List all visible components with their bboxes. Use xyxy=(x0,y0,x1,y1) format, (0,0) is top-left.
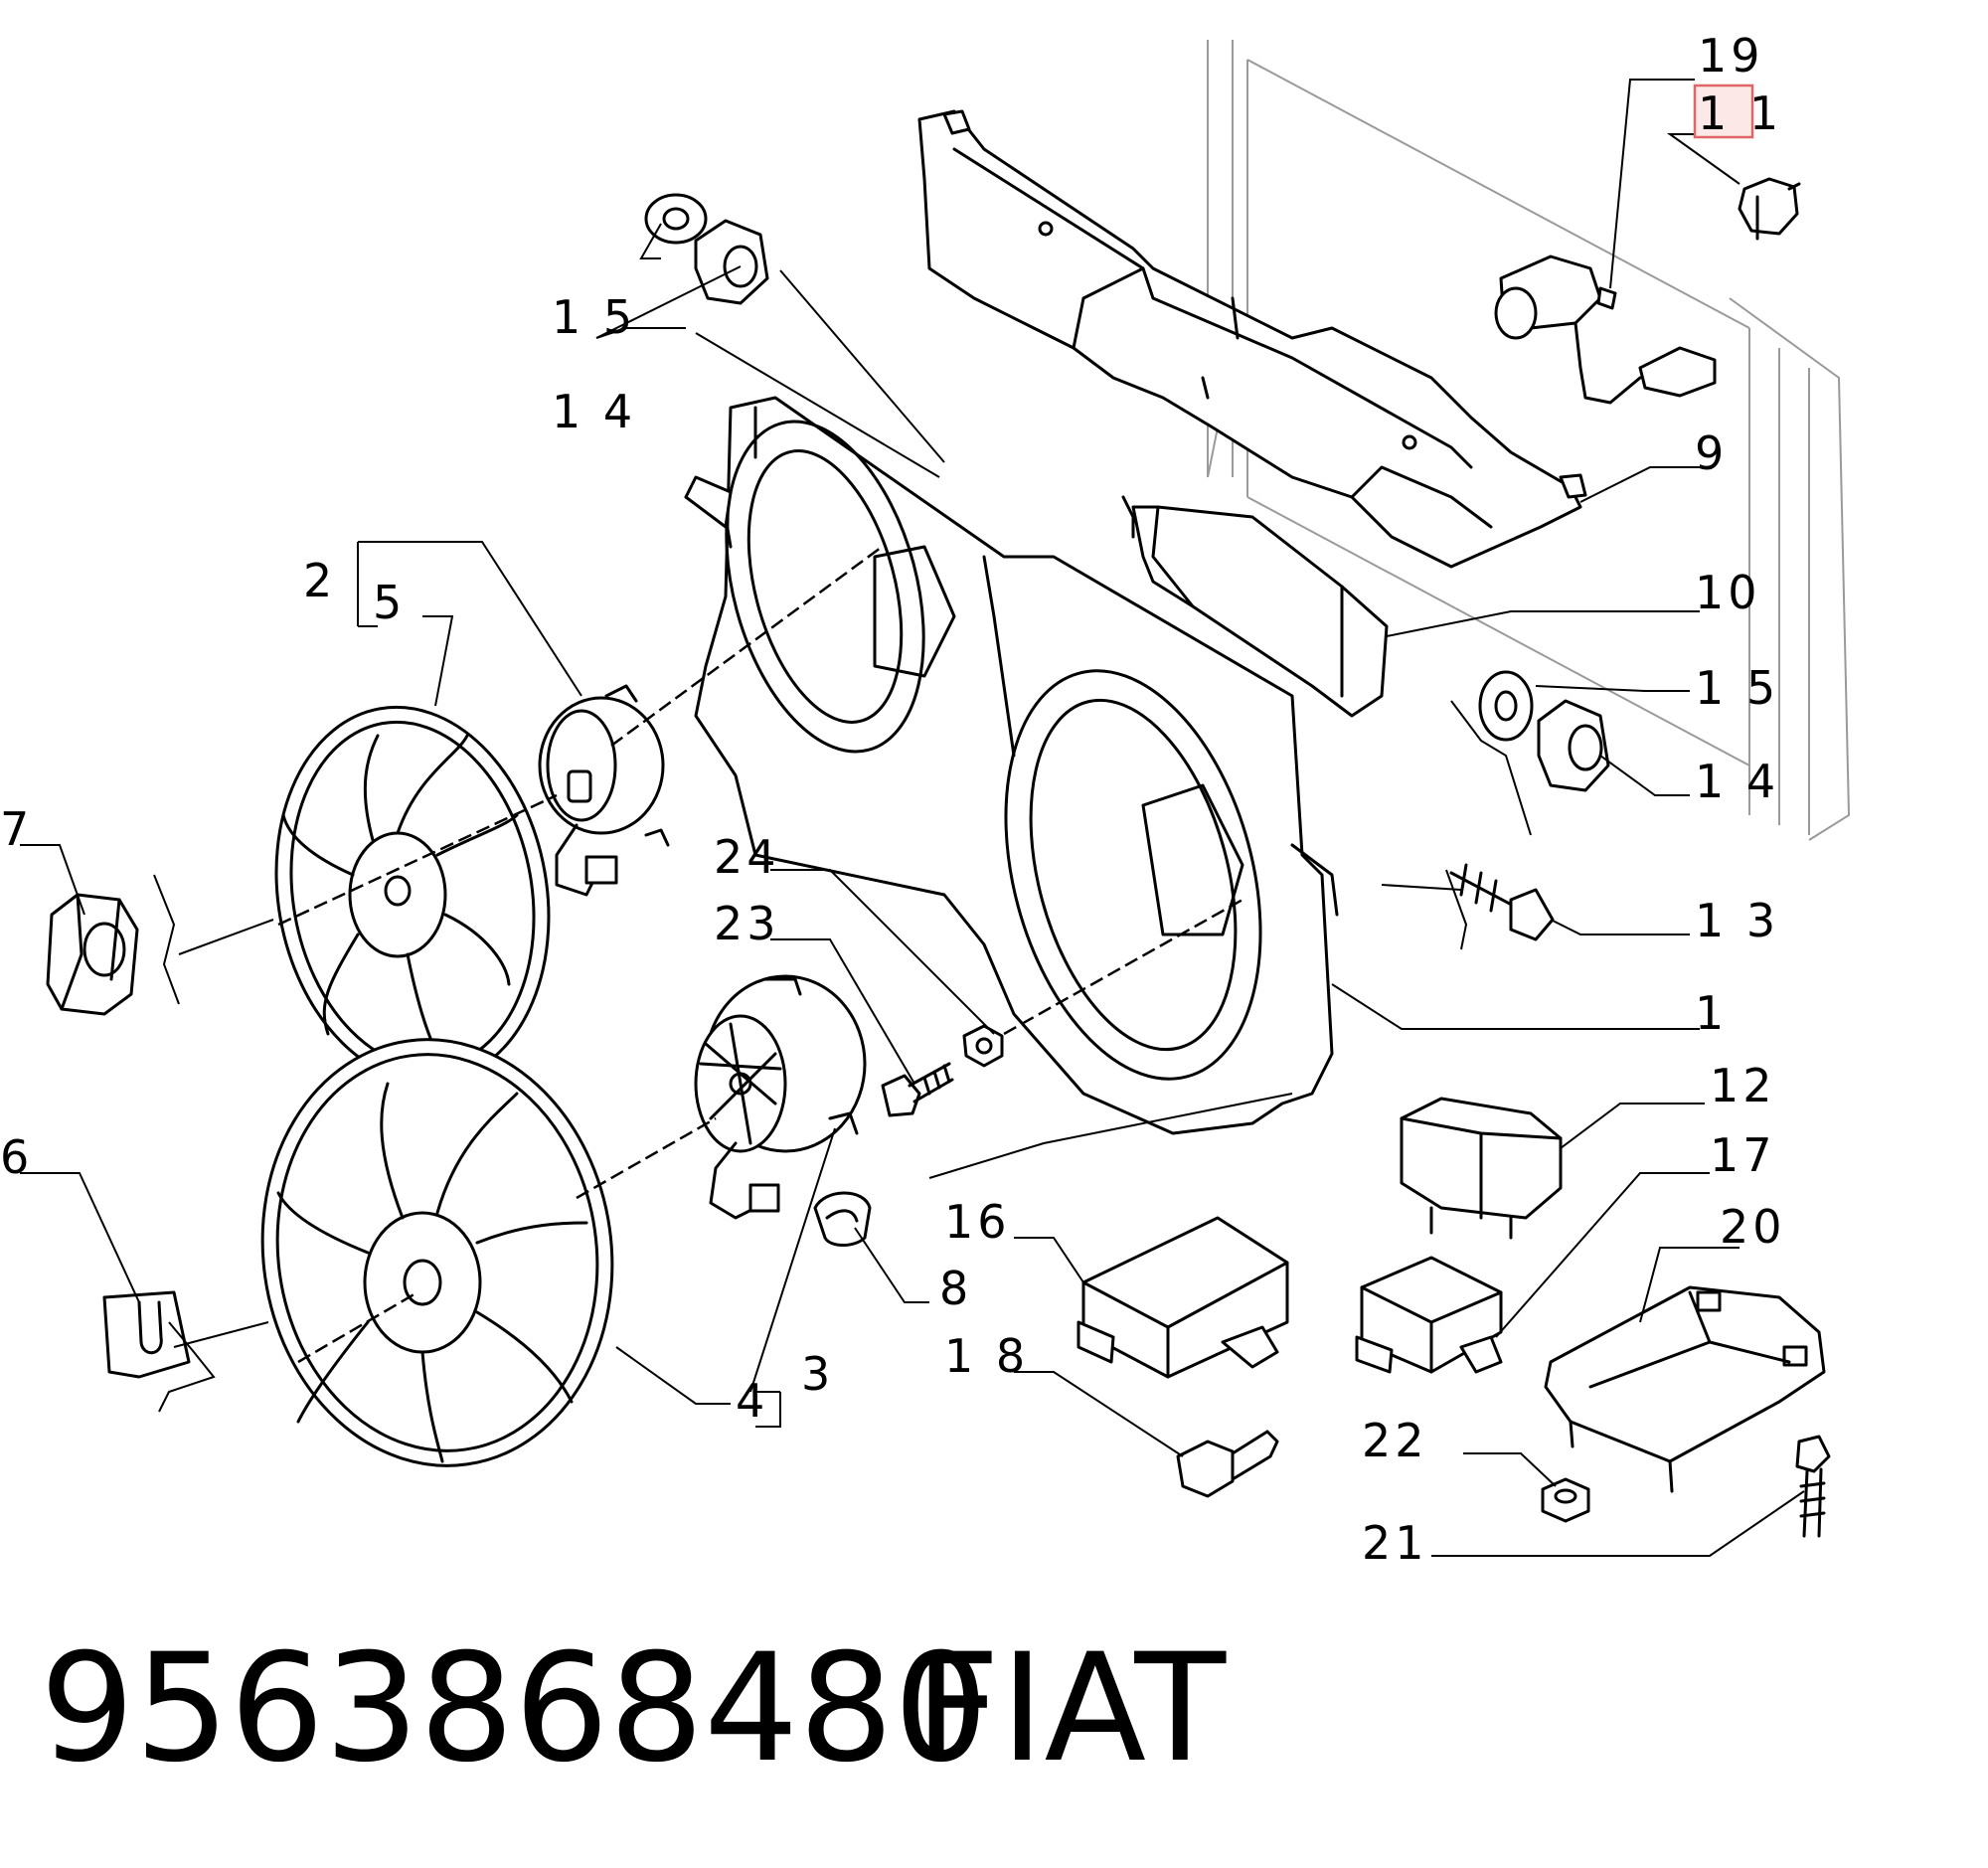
bolt-part-23 xyxy=(881,1062,954,1117)
sensor-part-11 xyxy=(1738,177,1801,241)
fan-shroud-frame-part xyxy=(684,396,1339,1135)
callout-9: 9 xyxy=(1695,426,1728,480)
callout-14a: 1 4 xyxy=(552,385,636,438)
lower-fan-motor-part xyxy=(694,974,867,1220)
callout-20: 20 xyxy=(1720,1200,1786,1254)
nut-part-22 xyxy=(1541,1477,1590,1523)
callout-6: 6 xyxy=(0,1130,33,1184)
callout-11: 1 1 xyxy=(1698,86,1782,140)
clip-part-6 xyxy=(102,1290,191,1379)
callout-12: 12 xyxy=(1710,1059,1776,1112)
nut-washer-upper-parts xyxy=(644,193,769,305)
callout-18: 1 8 xyxy=(944,1329,1029,1383)
part-number-caption: 9563868480 xyxy=(40,1622,988,1795)
control-unit-part-16 xyxy=(1077,1216,1289,1379)
side-duct-part xyxy=(1121,495,1389,718)
callout-15b: 1 5 xyxy=(1695,661,1779,715)
thermal-switch-part-19 xyxy=(1494,255,1717,405)
callout-10: 10 xyxy=(1695,566,1761,619)
callout-7: 7 xyxy=(0,802,33,856)
callout-19: 19 xyxy=(1698,29,1764,83)
callout-14b: 1 4 xyxy=(1695,755,1779,808)
clamp-part-8 xyxy=(813,1191,872,1247)
lower-fan-blade-part xyxy=(260,1038,614,1467)
callout-16: 16 xyxy=(944,1195,1011,1249)
callout-1: 1 xyxy=(1695,986,1728,1040)
bracket-plate-part-20 xyxy=(1544,1285,1826,1493)
callout-labels: 19 1 1 9 10 1 5 1 4 1 3 1 12 17 20 22 21… xyxy=(0,29,1786,1570)
callout-3: 3 xyxy=(801,1347,834,1401)
callout-15a: 1 5 xyxy=(552,290,636,344)
nut-part-24 xyxy=(962,1024,1004,1068)
callout-8: 8 xyxy=(939,1262,972,1315)
nut-part-7 xyxy=(46,893,139,1016)
callout-17: 17 xyxy=(1710,1128,1776,1182)
callout-21: 21 xyxy=(1362,1516,1428,1570)
connector-part-18 xyxy=(1176,1430,1279,1498)
screw-part-13 xyxy=(1449,863,1555,941)
control-unit-part-17 xyxy=(1355,1256,1503,1374)
assembly-axis-lines xyxy=(277,543,1243,1364)
relay-part-12 xyxy=(1400,1097,1563,1240)
radiator-outline xyxy=(1192,40,1851,841)
upper-air-duct-part xyxy=(917,109,1587,569)
nut-washer-right-parts xyxy=(1478,670,1610,792)
callout-highlight-box xyxy=(1693,84,1754,139)
callout-13: 1 3 xyxy=(1695,894,1779,947)
callout-24: 24 xyxy=(714,830,780,884)
callout-2: 2 xyxy=(303,554,336,607)
callout-4: 4 xyxy=(736,1374,768,1428)
callout-5: 5 xyxy=(373,576,406,629)
upper-fan-motor-part xyxy=(538,684,670,897)
callout-22: 22 xyxy=(1362,1414,1428,1467)
bolt-part-21 xyxy=(1795,1435,1831,1538)
callout-23: 23 xyxy=(714,897,780,950)
brand-caption: FIAT xyxy=(914,1622,1227,1795)
callout-leader-lines xyxy=(20,79,1805,1557)
